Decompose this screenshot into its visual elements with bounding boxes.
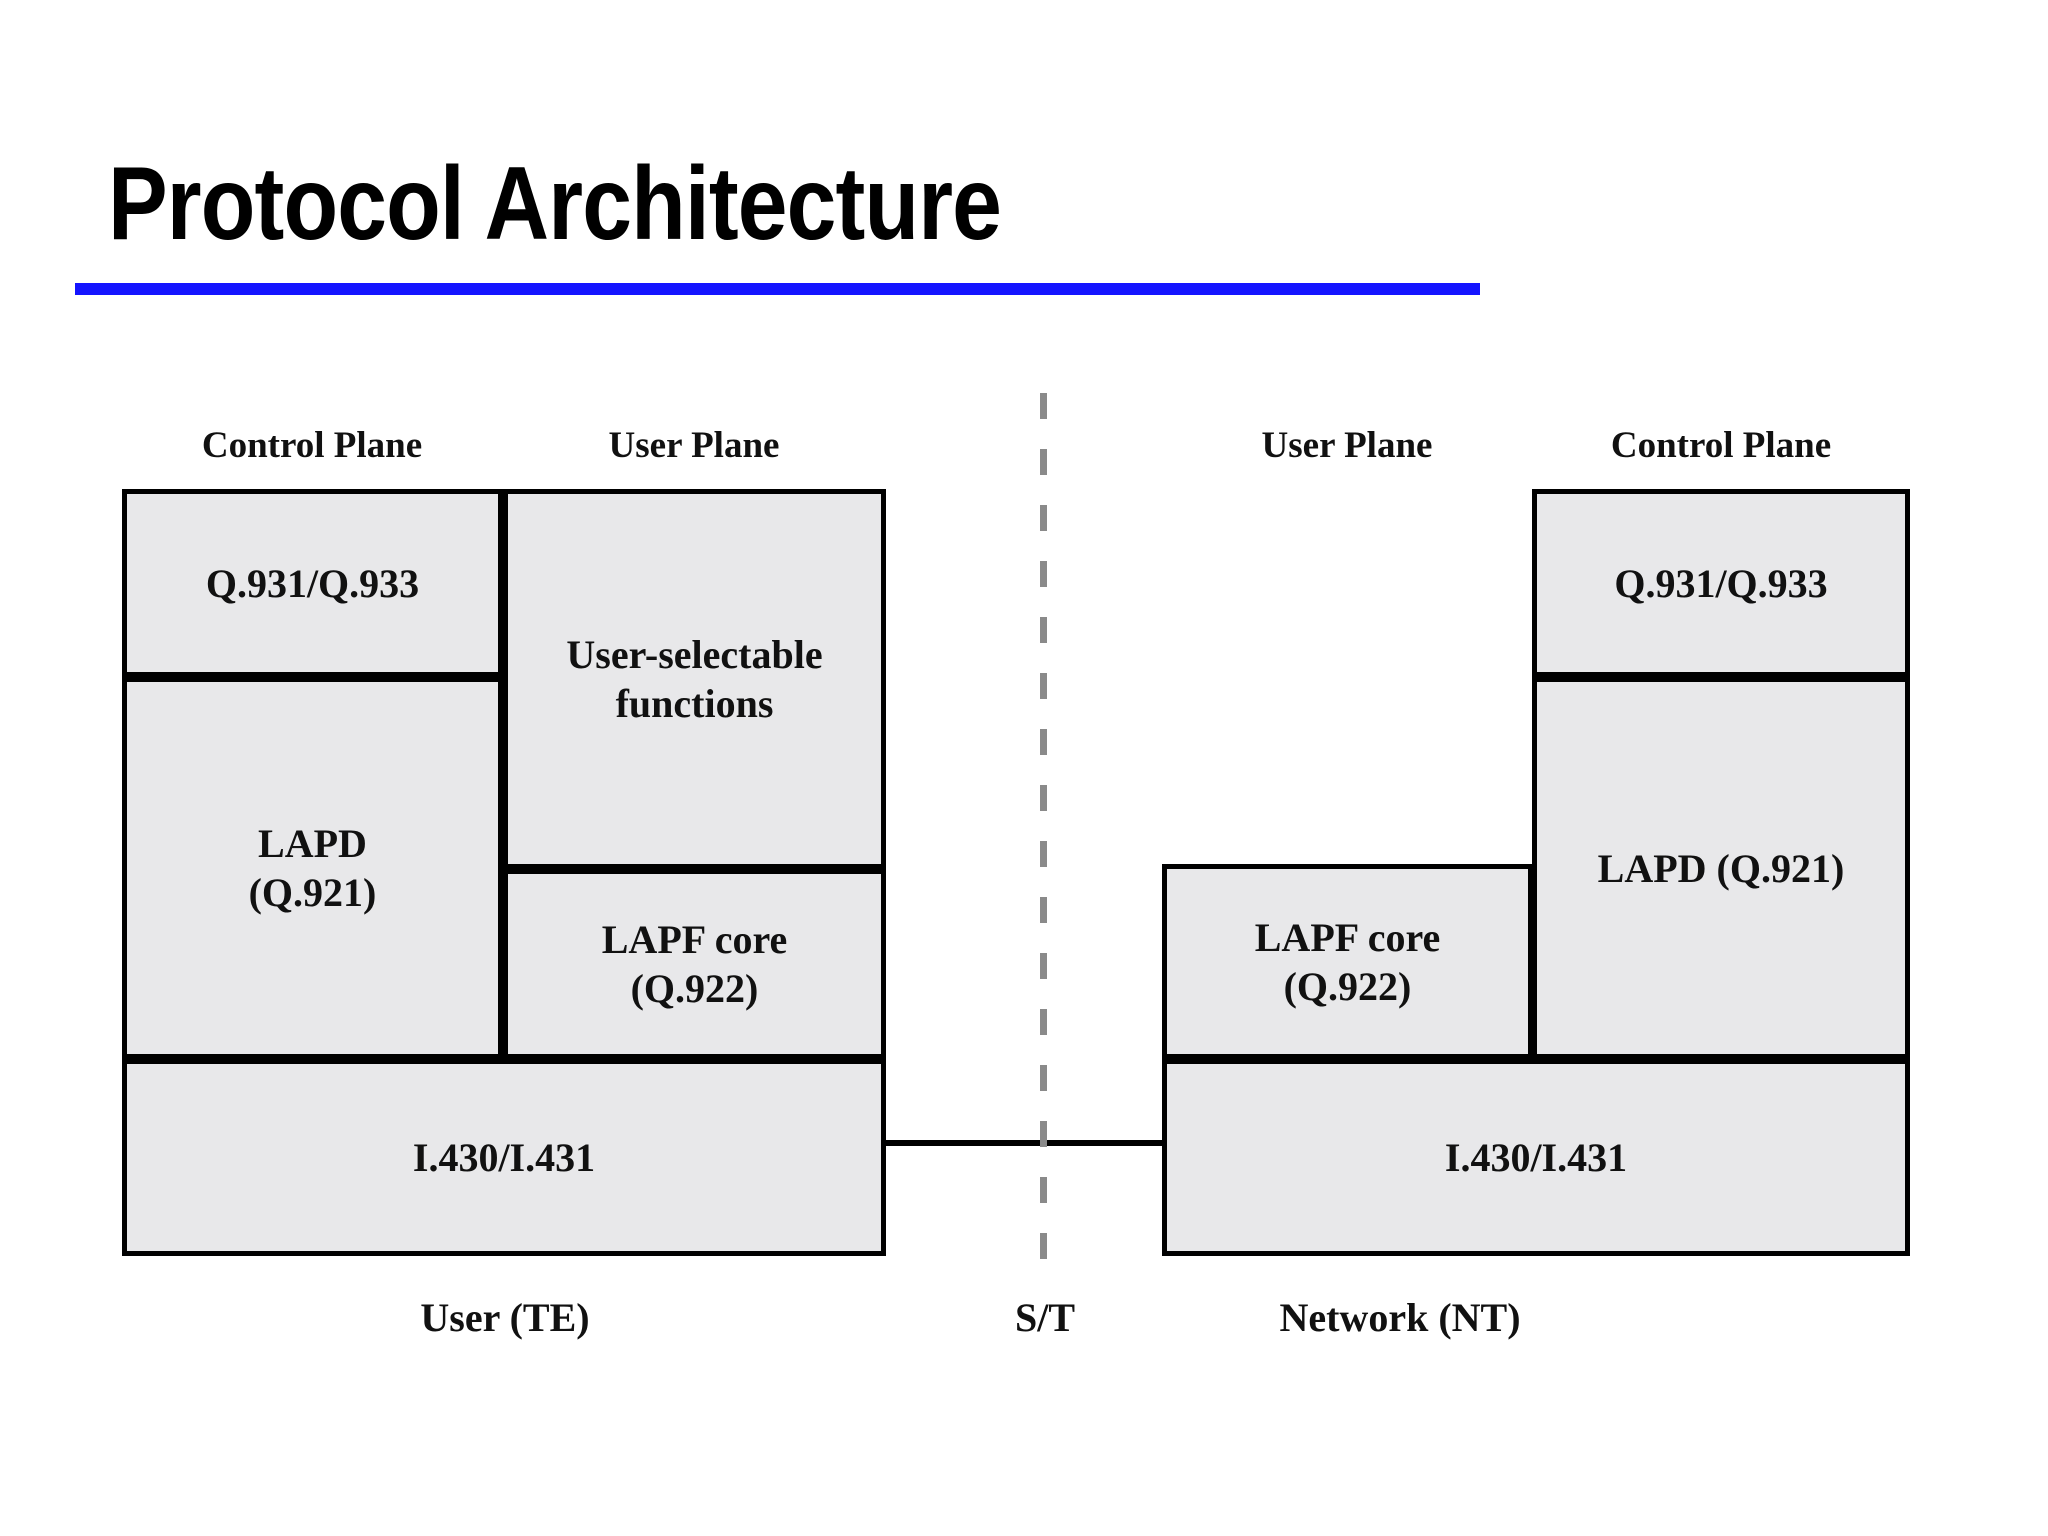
- title-underline-rule: [75, 283, 1480, 295]
- left-user-plane-header: User Plane: [608, 425, 780, 466]
- right-box-lapf-core-q922: LAPF core (Q.922): [1162, 864, 1533, 1059]
- right-box-q931-q933-label: Q.931/Q.933: [1614, 560, 1828, 606]
- left-box-user-selectable-functions: User-selectable functions: [503, 489, 886, 869]
- left-box-lapf-core-q922: LAPF core (Q.922): [503, 869, 886, 1059]
- right-box-i430-i431-label: I.430/I.431: [1444, 1135, 1628, 1180]
- st-interface-connector-line: [884, 1140, 1164, 1146]
- right-box-q931-q933: Q.931/Q.933: [1532, 489, 1910, 677]
- left-box-lapd-label-line1: LAPD: [258, 821, 367, 866]
- left-control-plane-header: Control Plane: [201, 425, 423, 466]
- right-box-lapd-q921-label: LAPD (Q.921): [1597, 845, 1845, 891]
- left-box-lapd-q921: LAPD (Q.921): [122, 677, 503, 1059]
- right-box-lapf-core-label-line1: LAPF core: [1254, 914, 1441, 960]
- right-control-plane-header: Control Plane: [1610, 425, 1832, 466]
- right-user-plane-header: User Plane: [1261, 425, 1433, 466]
- right-box-i430-i431: I.430/I.431: [1162, 1059, 1910, 1256]
- left-box-lapd-label-line2: (Q.921): [248, 870, 377, 915]
- left-box-q931-q933: Q.931/Q.933: [122, 489, 503, 677]
- right-bottom-label-network-nt: Network (NT): [1279, 1295, 1521, 1340]
- left-box-q931-q933-label: Q.931/Q.933: [205, 560, 420, 606]
- st-interface-label: S/T: [1014, 1295, 1076, 1340]
- page-title: Protocol Architecture: [108, 146, 1002, 262]
- right-box-lapd-q921: LAPD (Q.921): [1532, 677, 1910, 1059]
- left-box-lapf-core-label-line1: LAPF core: [601, 917, 788, 962]
- st-reference-dashed-line: [1040, 393, 1047, 1263]
- left-box-lapf-core-label-line2: (Q.922): [630, 966, 759, 1011]
- left-box-user-selectable-label-line1: User-selectable: [566, 632, 823, 677]
- left-box-i430-i431-label: I.430/I.431: [412, 1135, 596, 1180]
- left-box-user-selectable-label-line2: functions: [615, 681, 774, 726]
- left-box-i430-i431: I.430/I.431: [122, 1059, 886, 1256]
- right-box-lapf-core-label-line2: (Q.922): [1283, 963, 1412, 1009]
- left-bottom-label-user-te: User (TE): [420, 1295, 590, 1340]
